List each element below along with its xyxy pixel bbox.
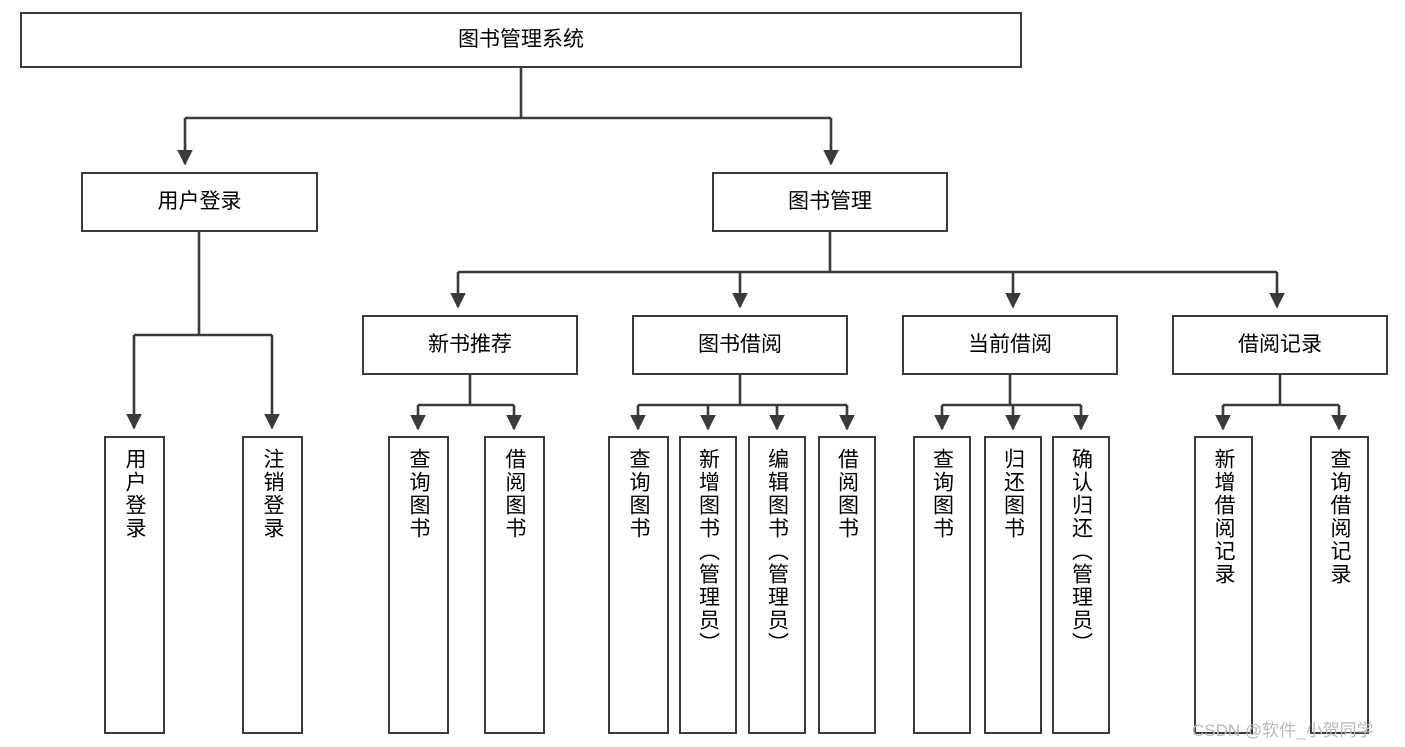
leaf-query-borrow-record-label: 查询借阅记录	[1328, 448, 1351, 586]
node-book-management[interactable]: 图书管理	[712, 172, 948, 232]
node-book-borrow-label: 图书借阅	[698, 332, 782, 356]
node-current-borrow-label: 当前借阅	[968, 332, 1052, 356]
leaf-logout-label: 注销登录	[261, 448, 284, 540]
leaf-logout[interactable]: 注销登录	[242, 436, 303, 734]
edge-group-new-book	[410, 375, 522, 431]
leaf-borrow-book-new-label: 借阅图书	[503, 448, 526, 540]
edge-group-book-management	[450, 232, 1285, 309]
edge-group-borrow	[630, 375, 855, 431]
leaf-edit-book-admin[interactable]: 编辑图书（管理员）	[748, 436, 806, 734]
node-book-management-label: 图书管理	[788, 189, 872, 213]
leaf-confirm-return-admin[interactable]: 确认归还（管理员）	[1052, 436, 1110, 734]
leaf-return-book-label: 归还图书	[1001, 448, 1025, 540]
leaf-query-book-new[interactable]: 查询图书	[388, 436, 449, 734]
edge-group-current-borrow	[934, 375, 1089, 431]
leaf-query-book-borrow[interactable]: 查询图书	[608, 436, 669, 734]
edge-group-user-login	[126, 232, 280, 430]
edge-group-root	[177, 68, 839, 166]
leaf-query-book-new-label: 查询图书	[407, 448, 430, 540]
node-root-system-label: 图书管理系统	[458, 27, 584, 51]
node-user-login-label: 用户登录	[157, 189, 242, 213]
node-borrow-record[interactable]: 借阅记录	[1172, 315, 1388, 375]
node-new-book-recommend[interactable]: 新书推荐	[362, 315, 578, 375]
leaf-add-borrow-record[interactable]: 新增借阅记录	[1194, 436, 1253, 734]
leaf-add-book-admin-label: 新增图书（管理员）	[696, 448, 720, 655]
leaf-borrow-book-label: 借阅图书	[835, 448, 859, 540]
edge-group-borrow-record	[1215, 375, 1347, 431]
node-new-book-recommend-label: 新书推荐	[428, 332, 512, 356]
leaf-confirm-return-admin-label: 确认归还（管理员）	[1069, 448, 1093, 655]
leaf-add-book-admin[interactable]: 新增图书（管理员）	[679, 436, 737, 734]
leaf-user-login-label: 用户登录	[123, 448, 146, 540]
leaf-add-borrow-record-label: 新增借阅记录	[1212, 448, 1235, 586]
leaf-borrow-book-new[interactable]: 借阅图书	[484, 436, 545, 734]
node-borrow-record-label: 借阅记录	[1238, 332, 1322, 356]
leaf-return-book[interactable]: 归还图书	[984, 436, 1042, 734]
leaf-query-borrow-record[interactable]: 查询借阅记录	[1310, 436, 1369, 734]
leaf-query-book-current-label: 查询图书	[930, 448, 954, 540]
node-root-system[interactable]: 图书管理系统	[20, 12, 1022, 68]
leaf-borrow-book[interactable]: 借阅图书	[818, 436, 876, 734]
node-current-borrow[interactable]: 当前借阅	[902, 315, 1118, 375]
leaf-edit-book-admin-label: 编辑图书（管理员）	[765, 448, 789, 655]
leaf-user-login[interactable]: 用户登录	[104, 436, 165, 734]
leaf-query-book-current[interactable]: 查询图书	[913, 436, 971, 734]
node-user-login[interactable]: 用户登录	[81, 172, 318, 232]
leaf-query-book-borrow-label: 查询图书	[627, 448, 650, 540]
node-book-borrow[interactable]: 图书借阅	[632, 315, 848, 375]
